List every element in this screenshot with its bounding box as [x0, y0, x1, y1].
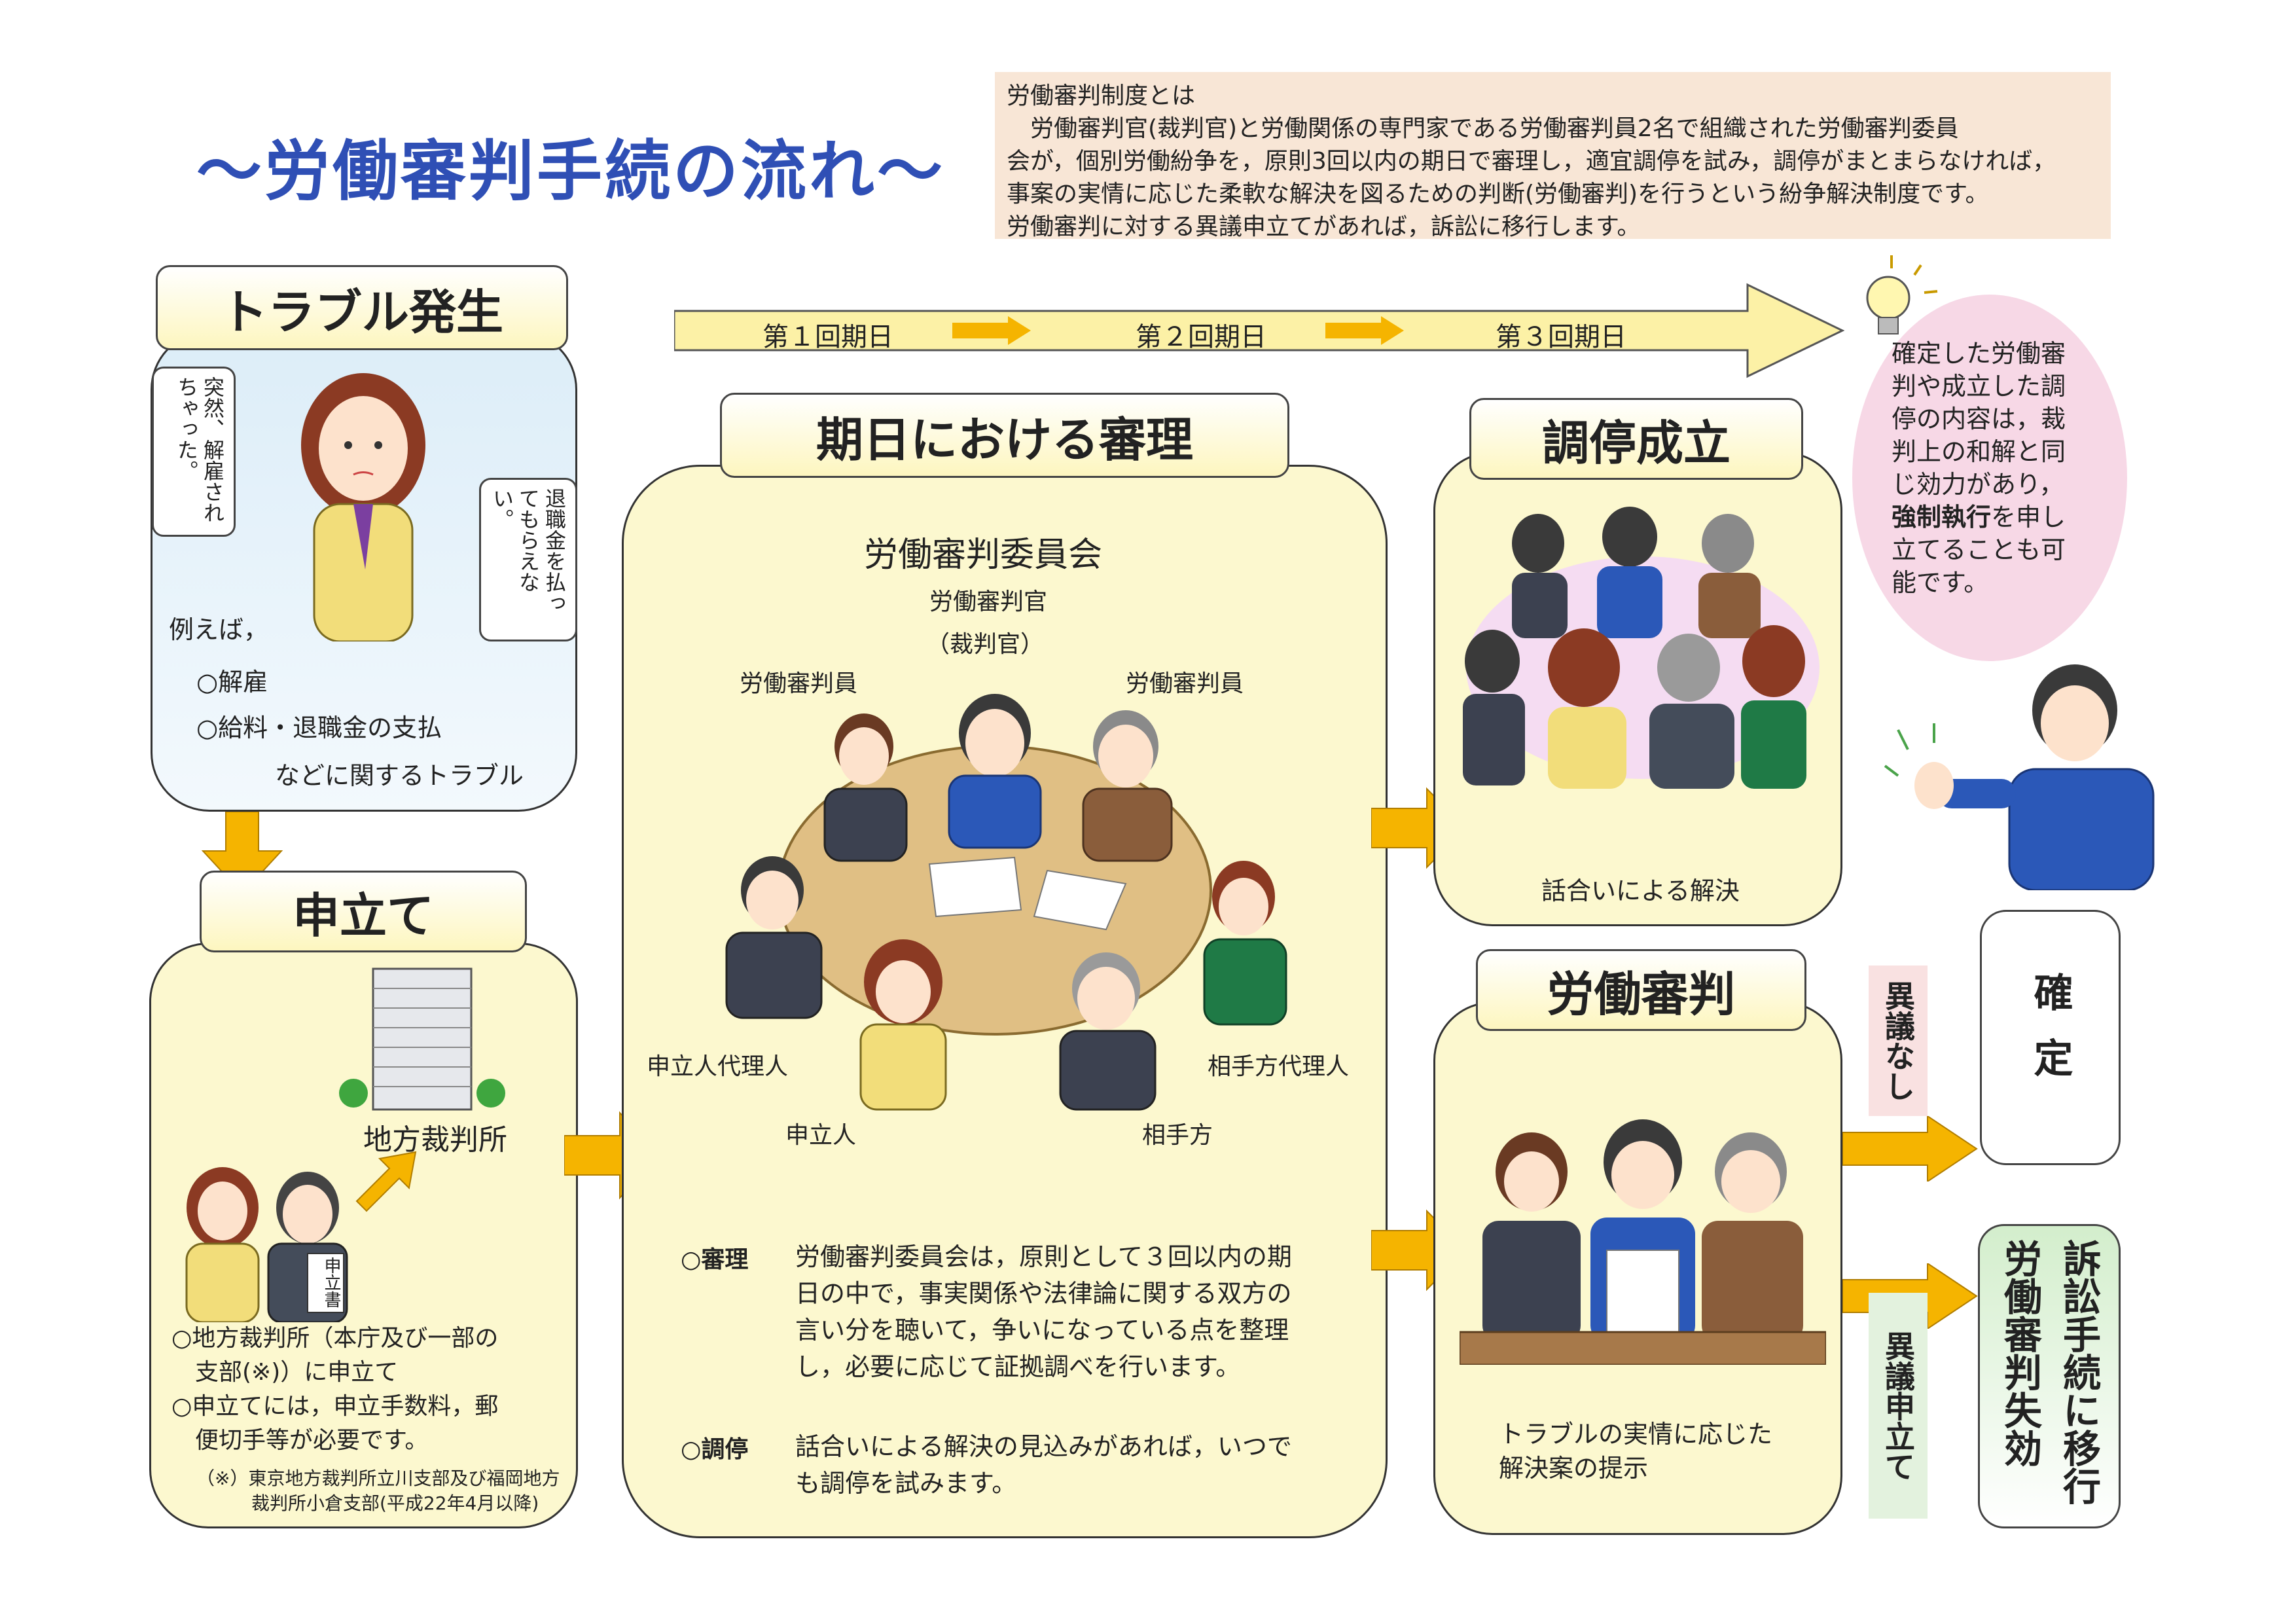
- enforcement-term: 強制執行: [1892, 503, 1992, 532]
- arrow-up-right: [355, 1151, 417, 1212]
- lightbulb-icon: [1866, 255, 1938, 334]
- explanation-line: 能です。: [1892, 568, 1989, 597]
- no-objection-label: 異議なし: [1869, 965, 1928, 1116]
- trouble-tail: などに関するトラブル: [275, 761, 524, 790]
- filing-line-4: 便切手等が必要です。: [171, 1427, 429, 1454]
- filing-line-1: ○地方裁判所（本庁及び一部の: [171, 1325, 499, 1352]
- respondent-label: 相手方: [1142, 1122, 1213, 1149]
- committee-label: 労働審判委員会: [864, 535, 1103, 575]
- objection-label: 異議申立て: [1869, 1293, 1928, 1519]
- shinri-text: 労働審判委員会は，原則として３回以内の期日の中で，事実関係や法律論に関する双方の…: [795, 1242, 1292, 1381]
- trouble-item-wages: ○給料・退職金の支払: [196, 713, 442, 742]
- applicant-label: 申立人: [785, 1122, 857, 1149]
- explanation-line: じ効力があり，: [1892, 470, 2064, 499]
- explanation-line: 判や成立した調: [1892, 372, 2066, 401]
- timeline-arrow: [674, 283, 1845, 378]
- shinri-label: ○審理: [681, 1246, 749, 1273]
- worried-woman-illustration: [301, 373, 425, 641]
- judge-label: 労働審判官: [929, 588, 1048, 615]
- lapse-label: 労働審判失効: [1998, 1239, 2042, 1467]
- speech-bubble-retirement: 退職金を払ってもらえない。: [479, 478, 577, 641]
- intro-box: 労働審判制度とは 労働審判官(裁判官)と労働関係の専門家である労働審判員2名で組…: [995, 72, 2111, 240]
- speech-bubble-fired: 突然、解雇されちゃった。: [152, 367, 236, 537]
- timeline-day1: 第１回期日: [762, 322, 893, 352]
- chotei-text: 話合いによる解決の見込みがあれば，いつでも調停を試みます。: [795, 1432, 1292, 1498]
- intro-heading: 労働審判制度とは: [1007, 82, 1196, 109]
- mediation-header: 調停成立: [1469, 398, 1803, 480]
- explanation-line-tail: を申し: [1991, 503, 2066, 532]
- filing-line-2: 支部(※)）に申立て: [171, 1359, 399, 1386]
- respondent-agent-label: 相手方代理人: [1208, 1053, 1350, 1080]
- intro-line: 労働審判官(裁判官)と労働関係の専門家である労働審判員2名で組織された労働審判委…: [1007, 115, 1959, 142]
- hearing-header: 期日における審理: [720, 393, 1289, 478]
- explanation-bubble: [1852, 295, 2127, 661]
- applicant-agent-label: 申立人代理人: [647, 1053, 789, 1080]
- member-right-label: 労働審判員: [1126, 670, 1244, 697]
- timeline-day3: 第３回期日: [1496, 322, 1626, 352]
- trouble-header: トラブル発生: [156, 265, 568, 350]
- filing-line-3: ○申立てには，申立手数料，郵: [171, 1393, 499, 1420]
- explaining-lawyer-illustration: [1884, 664, 2155, 890]
- intro-line: 労働審判に対する異議申立てがあれば，訴訟に移行します。: [1007, 213, 1641, 240]
- round-table-hearing-illustration: [725, 694, 1287, 1111]
- filing-document-label: 申立書: [321, 1257, 341, 1308]
- intro-line: 会が，個別労働紛争を，原則3回以内の期日で審理し，適宜調停を試み，調停がまとまら…: [1007, 148, 2056, 175]
- applicant-and-lawyer-illustration: [185, 1167, 348, 1322]
- filing-header: 申立て: [200, 871, 527, 952]
- court-label: 地方裁判所: [363, 1123, 507, 1157]
- judgment-header: 労働審判: [1476, 949, 1806, 1031]
- judgment-caption-2: 解決案の提示: [1499, 1454, 1649, 1483]
- timeline-day2: 第２回期日: [1136, 322, 1266, 352]
- judgment-caption-1: トラブルの実情に応じた: [1499, 1420, 1773, 1449]
- explanation-line: 確定した労働審: [1892, 339, 2066, 368]
- trouble-lead: 例えば，: [169, 615, 269, 644]
- explanation-text: 確定した労働審 判や成立した調 停の内容は，裁 判上の和解と同 じ効力があり， …: [1892, 337, 2066, 599]
- tribunal-illustration: [1460, 1119, 1826, 1365]
- explanation-line: 立てることも可: [1892, 535, 2066, 564]
- member-left-label: 労働審判員: [740, 670, 858, 697]
- courthouse-building-illustration: [339, 967, 505, 1111]
- lawsuit-label: 訴訟手続に移行: [2056, 1239, 2101, 1505]
- filing-note-1: （※）東京地方裁判所立川支部及び福岡地方: [196, 1468, 560, 1489]
- mediation-handshake-illustration: [1463, 507, 1820, 789]
- page-title: 〜労働審判手続の流れ〜: [196, 133, 945, 209]
- explanation-line: 停の内容は，裁: [1892, 405, 2066, 433]
- intro-line: 事案の実情に応じた柔軟な解決を図るための判断(労働審判)を行うという紛争解決制度…: [1007, 181, 1989, 208]
- lawsuit-box: 訴訟手続に移行 労働審判失効: [1978, 1224, 2121, 1528]
- arrow-right-final: [1842, 1116, 1978, 1182]
- judge-sub-label: （裁判官）: [926, 631, 1045, 658]
- explanation-line: 強制執行を申し: [1892, 501, 2066, 533]
- chotei-label: ○調停: [681, 1436, 749, 1463]
- filing-note-2: 裁判所小倉支部(平成22年4月以降): [196, 1492, 539, 1514]
- explanation-line: 判上の和解と同: [1892, 437, 2066, 466]
- mediation-caption: 話合いによる解決: [1541, 876, 1740, 905]
- final-box: 確定: [1980, 910, 2121, 1165]
- trouble-item-dismissal: ○解雇: [196, 668, 268, 696]
